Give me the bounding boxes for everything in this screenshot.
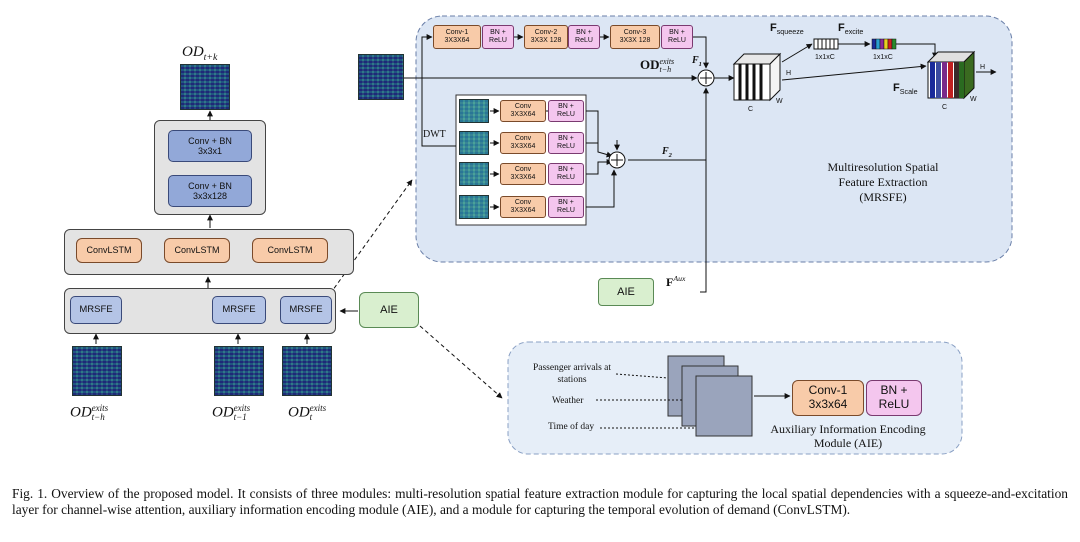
mrsfe-title: Multiresolution Spatial Feature Extracti… xyxy=(827,160,939,204)
squeeze-vector xyxy=(813,38,839,50)
dwt-subband-4 xyxy=(459,195,489,219)
aie-input-stack xyxy=(667,355,753,437)
cube2-h: H xyxy=(980,64,986,71)
aie-input-time: Time of day xyxy=(548,422,595,432)
od-input-heatmap-2 xyxy=(214,346,264,396)
od-input-heatmap-3 xyxy=(282,346,332,396)
mrsfe-2: MRSFE xyxy=(212,296,266,324)
fscale-label: FScale xyxy=(893,82,918,97)
cube1-c: C xyxy=(748,106,754,113)
dwt-subband-2 xyxy=(459,131,489,155)
fexcite-label: Fexcite xyxy=(838,22,864,37)
f1-label: F1 xyxy=(692,55,702,68)
mrsfe-input-heatmap xyxy=(358,54,404,100)
od-output-label: ODt+k xyxy=(182,44,218,63)
cube1-h: H xyxy=(786,70,792,77)
scale-cube xyxy=(926,50,976,100)
aie-block: AIE xyxy=(359,292,419,328)
f2-label: F2 xyxy=(662,146,672,159)
dwt-subband-1 xyxy=(459,99,489,123)
branch-bn-relu-1: BN +ReLU xyxy=(548,100,584,122)
feature-cube-1 xyxy=(732,52,782,102)
convlstm-2: ConvLSTM xyxy=(164,238,230,263)
faux-label: FAux xyxy=(666,274,686,289)
od-output-heatmap xyxy=(180,64,230,110)
squeeze-dim: 1x1xC xyxy=(815,54,835,61)
bn-relu-3: BN +ReLU xyxy=(661,25,693,49)
branch-bn-relu-3: BN +ReLU xyxy=(548,163,584,185)
dwt-subband-3 xyxy=(459,162,489,186)
excite-dim: 1x1xC xyxy=(873,54,893,61)
figure-caption: Fig. 1. Overview of the proposed model. … xyxy=(12,486,1068,517)
cube2-w: W xyxy=(970,96,977,103)
aie-feature-block: AIE xyxy=(598,278,654,306)
bn-relu-1: BN +ReLU xyxy=(482,25,514,49)
cube2-c: C xyxy=(942,104,948,111)
excite-vector xyxy=(871,38,897,50)
aie-input-weather: Weather xyxy=(552,396,584,406)
fsqueeze-label: Fsqueeze xyxy=(770,22,804,37)
cube1-w: W xyxy=(776,98,783,105)
aie-input-passenger: Passenger arrivals at stations xyxy=(532,363,612,385)
branch-bn-relu-4: BN +ReLU xyxy=(548,196,584,218)
convlstm-1: ConvLSTM xyxy=(76,238,142,263)
mrsfe-3: MRSFE xyxy=(280,296,332,324)
dwt-label: DWT xyxy=(423,129,446,140)
mrsfe-1: MRSFE xyxy=(70,296,122,324)
od-input-heatmap-1 xyxy=(72,346,122,396)
bn-relu-2: BN +ReLU xyxy=(568,25,600,49)
aie-title: Auxiliary Information Encoding Module (A… xyxy=(770,422,926,450)
aie-bn-relu: BN +ReLU xyxy=(866,380,922,416)
branch-bn-relu-2: BN +ReLU xyxy=(548,132,584,154)
convlstm-3: ConvLSTM xyxy=(252,238,328,263)
